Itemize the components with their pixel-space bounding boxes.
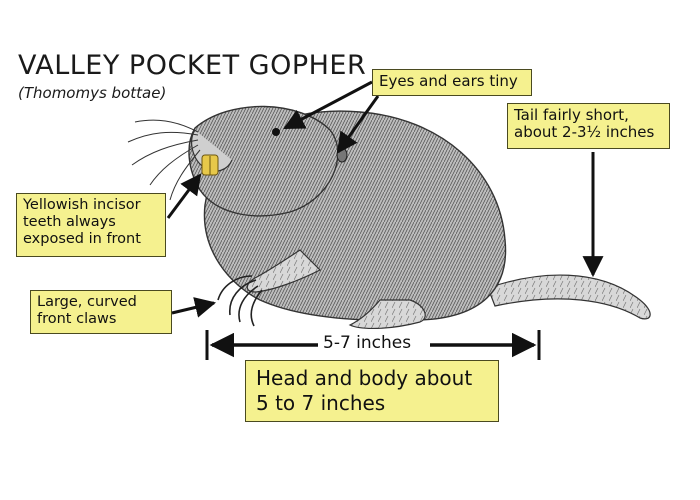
gopher-front-leg bbox=[246, 249, 322, 293]
callout-claws-line-1: Large, curved bbox=[37, 294, 137, 310]
callout-claws-line-2: front claws bbox=[37, 311, 117, 327]
callout-body-length: Head and body about 5 to 7 inches bbox=[245, 360, 499, 422]
callout-claws: Large, curved front claws bbox=[30, 290, 172, 334]
pointer-arrows bbox=[166, 80, 604, 318]
scientific-name: (Thomomys bottae) bbox=[18, 84, 167, 102]
callout-body-line-1: Head and body about bbox=[256, 366, 473, 390]
callout-eyes-text: Eyes and ears tiny bbox=[379, 72, 518, 90]
gopher-tail bbox=[487, 274, 651, 320]
callout-tail-line-2: about 2-3½ inches bbox=[514, 123, 655, 141]
callout-tail-line-1: Tail fairly short, bbox=[514, 106, 629, 124]
diagram-title: VALLEY POCKET GOPHER bbox=[18, 50, 367, 81]
front-claws bbox=[217, 275, 263, 327]
length-measure bbox=[205, 330, 541, 360]
length-label: 5-7 inches bbox=[320, 333, 415, 353]
callout-teeth-line-2: teeth always bbox=[23, 214, 116, 230]
callout-teeth: Yellowish incisor teeth always exposed i… bbox=[16, 193, 166, 257]
callout-body-line-2: 5 to 7 inches bbox=[256, 391, 386, 415]
gopher-hind-foot bbox=[348, 299, 426, 330]
callout-tail: Tail fairly short, about 2-3½ inches bbox=[507, 103, 670, 149]
callout-teeth-line-3: exposed in front bbox=[23, 231, 141, 247]
callout-eyes-ears: Eyes and ears tiny bbox=[372, 69, 532, 96]
gopher-eye bbox=[272, 128, 280, 136]
callout-teeth-line-1: Yellowish incisor bbox=[23, 197, 141, 213]
